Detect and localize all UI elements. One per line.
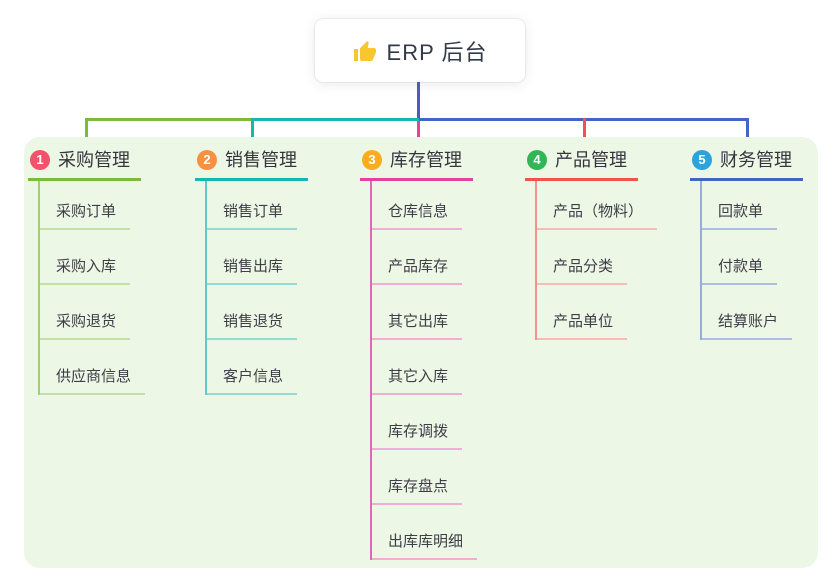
connector-procurement: [86, 118, 253, 121]
branch-title-label: 产品管理: [555, 150, 627, 170]
branch-items: 销售订单 销售出库 销售退货 客户信息: [205, 181, 345, 395]
branch-title-procurement[interactable]: 1 采购管理: [28, 149, 141, 181]
node-sales-return[interactable]: 销售退货: [207, 285, 298, 340]
branch-title-label: 库存管理: [390, 150, 462, 170]
branch-items: 回款单 付款单 结算账户: [700, 181, 839, 340]
node-payment-bill[interactable]: 付款单: [702, 230, 778, 285]
node-stock-transfer[interactable]: 库存调拨: [372, 395, 463, 450]
thumbs-up-icon: [353, 40, 376, 61]
node-sales-order[interactable]: 销售订单: [207, 181, 298, 230]
node-product-unit[interactable]: 产品单位: [537, 285, 628, 340]
node-other-outbound[interactable]: 其它出库: [372, 285, 463, 340]
connector-sales: [253, 118, 419, 121]
branch-product: 4 产品管理 产品（物料） 产品分类 产品单位: [525, 149, 675, 340]
branch-title-label: 销售管理: [225, 150, 297, 170]
node-customer-info[interactable]: 客户信息: [207, 340, 298, 395]
connector-drop-procurement: [85, 118, 88, 147]
branch-title-finance[interactable]: 5 财务管理: [690, 149, 803, 181]
branch-finance: 5 财务管理 回款单 付款单 结算账户: [690, 149, 839, 340]
branch-title-label: 采购管理: [58, 150, 130, 170]
mindmap-panel: [24, 137, 818, 568]
connector-drop-product: [583, 118, 586, 147]
node-outbound-detail[interactable]: 出库库明细: [372, 505, 478, 560]
root-title: ERP 后台: [386, 39, 488, 65]
node-other-inbound[interactable]: 其它入库: [372, 340, 463, 395]
node-product-stock[interactable]: 产品库存: [372, 230, 463, 285]
branch-badge: 1: [30, 150, 50, 170]
branch-items: 产品（物料） 产品分类 产品单位: [535, 181, 675, 340]
node-purchase-order[interactable]: 采购订单: [40, 181, 131, 230]
node-purchase-return[interactable]: 采购退货: [40, 285, 131, 340]
node-product-category[interactable]: 产品分类: [537, 230, 628, 285]
branch-badge: 5: [692, 150, 712, 170]
node-sales-outbound[interactable]: 销售出库: [207, 230, 298, 285]
node-settlement-account[interactable]: 结算账户: [702, 285, 793, 340]
branch-title-product[interactable]: 4 产品管理: [525, 149, 638, 181]
branch-badge: 2: [197, 150, 217, 170]
node-receipt-bill[interactable]: 回款单: [702, 181, 778, 230]
branch-badge: 4: [527, 150, 547, 170]
branch-inventory: 3 库存管理 仓库信息 产品库存 其它出库 其它入库 库存调拨 库存盘点 出库库…: [360, 149, 510, 560]
node-stock-taking[interactable]: 库存盘点: [372, 450, 463, 505]
branch-procurement: 1 采购管理 采购订单 采购入库 采购退货 供应商信息: [28, 149, 178, 395]
node-product-material[interactable]: 产品（物料）: [537, 181, 658, 230]
connector-drop-sales: [251, 118, 254, 147]
branch-title-sales[interactable]: 2 销售管理: [195, 149, 308, 181]
branch-title-label: 财务管理: [720, 150, 792, 170]
connector-drop-inventory: [417, 121, 420, 147]
connector-drop-finance: [746, 118, 749, 147]
branch-title-inventory[interactable]: 3 库存管理: [360, 149, 473, 181]
branch-sales: 2 销售管理 销售订单 销售出库 销售退货 客户信息: [195, 149, 345, 395]
branch-items: 仓库信息 产品库存 其它出库 其它入库 库存调拨 库存盘点 出库库明细: [370, 181, 510, 560]
node-purchase-inbound[interactable]: 采购入库: [40, 230, 131, 285]
node-warehouse-info[interactable]: 仓库信息: [372, 181, 463, 230]
root-node-erp[interactable]: ERP 后台: [315, 19, 525, 82]
branch-badge: 3: [362, 150, 382, 170]
node-supplier-info[interactable]: 供应商信息: [40, 340, 146, 395]
branch-items: 采购订单 采购入库 采购退货 供应商信息: [38, 181, 178, 395]
root-connector-line: [417, 82, 420, 119]
